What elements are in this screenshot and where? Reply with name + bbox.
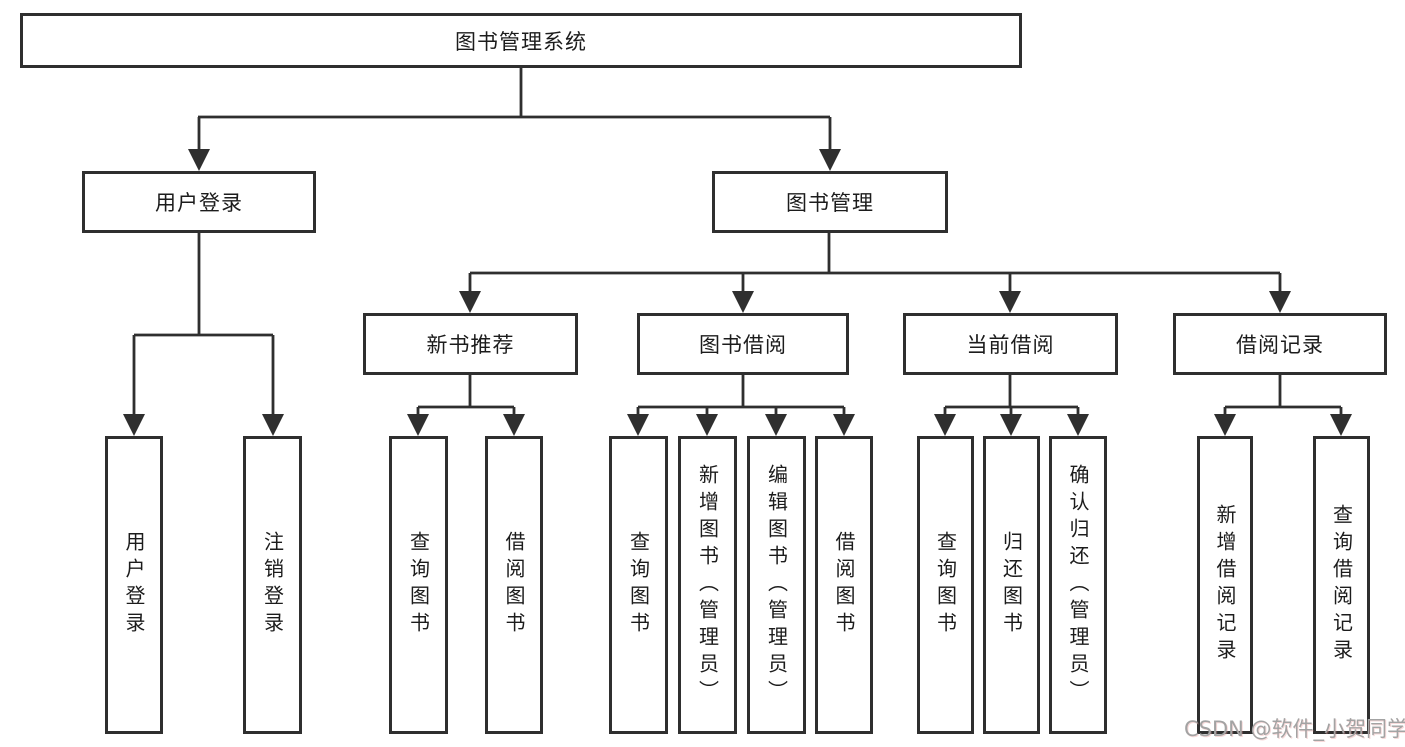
edge-user-login-children	[132, 233, 275, 418]
node-user-login: 用户登录	[82, 171, 316, 233]
node-leaf-edit-book-admin: 编辑图书（管理员）	[747, 436, 806, 734]
edge-borrow-record-children	[1223, 375, 1343, 418]
node-leaf-add-borrow-record-label: 新增借阅记录	[1213, 504, 1237, 666]
node-leaf-query-books-newbook: 查询图书	[389, 436, 448, 734]
arrow-down-icon	[934, 414, 956, 436]
csdn-watermark: CSDN @软件_小贺同学	[1184, 717, 1405, 741]
node-leaf-query-books-borrow-label: 查询图书	[626, 531, 651, 639]
arrow-down-icon	[1330, 414, 1352, 436]
arrow-down-icon	[999, 291, 1021, 313]
node-leaf-query-borrow-record-label: 查询借阅记录	[1329, 504, 1354, 666]
node-root-label: 图书管理系统	[455, 29, 587, 54]
node-borrow-records-label: 借阅记录	[1236, 333, 1324, 357]
arrow-down-icon	[732, 291, 754, 313]
edge-root-to-level2	[197, 68, 832, 152]
node-leaf-confirm-return-admin: 确认归还（管理员）	[1049, 436, 1107, 734]
node-leaf-confirm-return-admin-label: 确认归还（管理员）	[1066, 463, 1090, 707]
node-leaf-logout-label: 注销登录	[260, 531, 285, 639]
node-leaf-query-books-current: 查询图书	[917, 436, 974, 734]
node-new-book-recommend-label: 新书推荐	[426, 333, 515, 357]
node-leaf-add-book-admin-label: 新增图书（管理员）	[695, 463, 720, 707]
arrowheads	[123, 149, 1352, 436]
arrow-down-icon	[262, 414, 284, 436]
node-leaf-query-books-newbook-label: 查询图书	[406, 531, 431, 639]
node-leaf-query-borrow-record: 查询借阅记录	[1313, 436, 1370, 734]
node-current-borrow-label: 当前借阅	[966, 333, 1055, 357]
node-leaf-logout: 注销登录	[243, 436, 302, 734]
node-user-login-label: 用户登录	[155, 191, 243, 215]
node-current-borrow: 当前借阅	[903, 313, 1118, 375]
node-root: 图书管理系统	[20, 13, 1022, 68]
node-leaf-add-book-admin: 新增图书（管理员）	[678, 436, 737, 734]
arrow-down-icon	[459, 291, 481, 313]
arrow-down-icon	[188, 149, 210, 171]
arrow-down-icon	[1000, 414, 1022, 436]
arrow-down-icon	[407, 414, 429, 436]
edge-book-borrow-children	[636, 375, 846, 418]
arrow-down-icon	[1067, 414, 1089, 436]
edge-new-book-children	[416, 375, 516, 418]
node-leaf-return-book-label: 归还图书	[999, 531, 1024, 639]
node-book-management: 图书管理	[712, 171, 948, 233]
node-leaf-query-books-current-label: 查询图书	[933, 531, 958, 639]
node-book-borrow: 图书借阅	[637, 313, 849, 375]
node-leaf-borrow-books-borrow-label: 借阅图书	[832, 531, 856, 639]
node-book-borrow-label: 图书借阅	[699, 333, 787, 357]
node-borrow-records: 借阅记录	[1173, 313, 1387, 375]
node-leaf-edit-book-admin-label: 编辑图书（管理员）	[764, 463, 789, 707]
node-leaf-query-books-borrow: 查询图书	[609, 436, 668, 734]
node-leaf-return-book: 归还图书	[983, 436, 1040, 734]
arrow-down-icon	[1214, 414, 1236, 436]
node-leaf-borrow-books-borrow: 借阅图书	[815, 436, 873, 734]
arrow-down-icon	[123, 414, 145, 436]
edge-current-borrow-children	[943, 375, 1080, 418]
node-leaf-user-login-label: 用户登录	[122, 531, 146, 639]
arrow-down-icon	[833, 414, 855, 436]
arrow-down-icon	[627, 414, 649, 436]
arrow-down-icon	[503, 414, 525, 436]
node-leaf-user-login: 用户登录	[105, 436, 163, 734]
arrow-down-icon	[819, 149, 841, 171]
node-new-book-recommend: 新书推荐	[363, 313, 578, 375]
arrow-down-icon	[1269, 291, 1291, 313]
arrow-down-icon	[696, 414, 718, 436]
arrow-down-icon	[765, 414, 787, 436]
node-leaf-borrow-books-newbook: 借阅图书	[485, 436, 543, 734]
node-leaf-add-borrow-record: 新增借阅记录	[1197, 436, 1253, 734]
node-book-management-label: 图书管理	[786, 191, 874, 215]
edge-book-mgmt-children	[468, 233, 1282, 294]
node-leaf-borrow-books-newbook-label: 借阅图书	[502, 531, 526, 639]
